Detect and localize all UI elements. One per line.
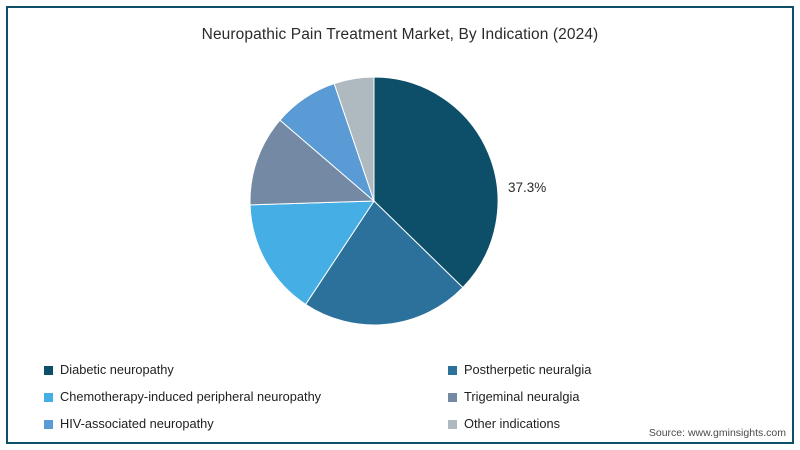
slice-percentage-label: 37.3% <box>508 180 547 195</box>
pie-slice <box>250 119 376 206</box>
legend-item[interactable]: Other indications <box>448 412 778 437</box>
page-title: Neuropathic Pain Treatment Market, By In… <box>201 26 599 43</box>
legend-color-swatch-icon <box>44 393 53 402</box>
legend-item-label: Chemotherapy-induced peripheral neuropat… <box>60 389 322 405</box>
legend-item-label: HIV-associated neuropathy <box>60 416 214 432</box>
pie-chart <box>250 77 498 325</box>
legend-color-swatch-icon <box>448 420 457 429</box>
pie-slice <box>373 77 498 289</box>
pie-slice <box>333 77 375 202</box>
legend-item-label: Postherpetic neuralgia <box>464 362 592 378</box>
legend-item[interactable]: Chemotherapy-induced peripheral neuropat… <box>44 385 444 410</box>
legend-item-label: Other indications <box>464 416 561 432</box>
legend-color-swatch-icon <box>44 420 53 429</box>
pie-slice <box>304 200 464 325</box>
legend-color-swatch-icon <box>448 393 457 402</box>
legend-color-swatch-icon <box>448 366 457 375</box>
legend-item[interactable]: Trigeminal neuralgia <box>448 385 778 410</box>
legend-color-swatch-icon <box>44 366 53 375</box>
pie-slice <box>250 200 375 306</box>
legend-item[interactable]: Diabetic neuropathy <box>44 358 444 383</box>
legend-item-label: Trigeminal neuralgia <box>464 389 580 405</box>
legend-item-label: Diabetic neuropathy <box>60 362 174 378</box>
pie-chart-svg <box>250 77 498 325</box>
legend-item[interactable]: Postherpetic neuralgia <box>448 358 778 383</box>
source-attribution: Source: www.gminsights.com <box>648 427 786 439</box>
legend-item[interactable]: HIV-associated neuropathy <box>44 412 444 437</box>
